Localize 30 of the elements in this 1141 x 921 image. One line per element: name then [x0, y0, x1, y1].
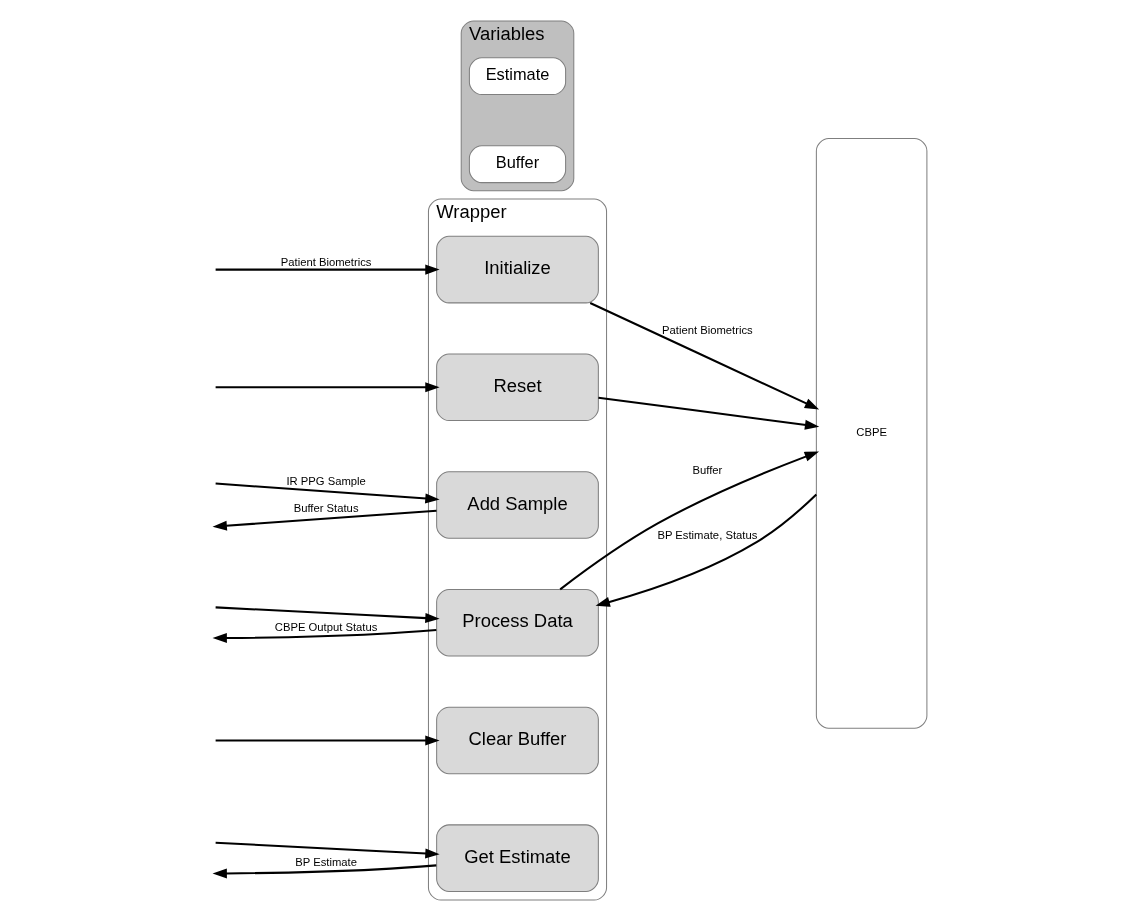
arrow: [215, 606, 440, 624]
edge-label: Patient Biometrics: [662, 323, 753, 336]
arrow: [589, 302, 820, 410]
arrow: [215, 735, 440, 746]
arrow: [598, 396, 820, 430]
edge-label: Buffer Status: [293, 501, 359, 514]
node-box: Process Data: [436, 588, 599, 657]
node-box: Clear Buffer: [436, 706, 599, 775]
arrow: [212, 628, 437, 644]
arrow: [559, 451, 820, 591]
edge-label: CBPE Output Status: [274, 620, 378, 633]
edge-label: BP Estimate, Status: [657, 528, 758, 541]
node-box: Estimate: [468, 57, 567, 96]
node-box: CBPE: [815, 138, 928, 729]
node-box: Get Estimate: [436, 824, 599, 892]
arrow: [215, 382, 440, 393]
edge-label: BP Estimate: [295, 856, 357, 869]
arrow: [215, 841, 440, 859]
arrow: [215, 482, 440, 504]
node-box: Buffer: [468, 145, 567, 184]
node-box: Reset: [436, 353, 599, 422]
edge-label: Buffer: [692, 464, 723, 477]
node-box: Initialize: [436, 235, 599, 304]
edge-label: IR PPG Sample: [286, 475, 366, 488]
arrow: [595, 493, 818, 607]
arrow: [212, 864, 437, 879]
arrow: [215, 264, 440, 275]
edge-label: Patient Biometrics: [280, 256, 372, 269]
arrow: [212, 509, 437, 531]
node-box: Add Sample: [436, 471, 599, 539]
